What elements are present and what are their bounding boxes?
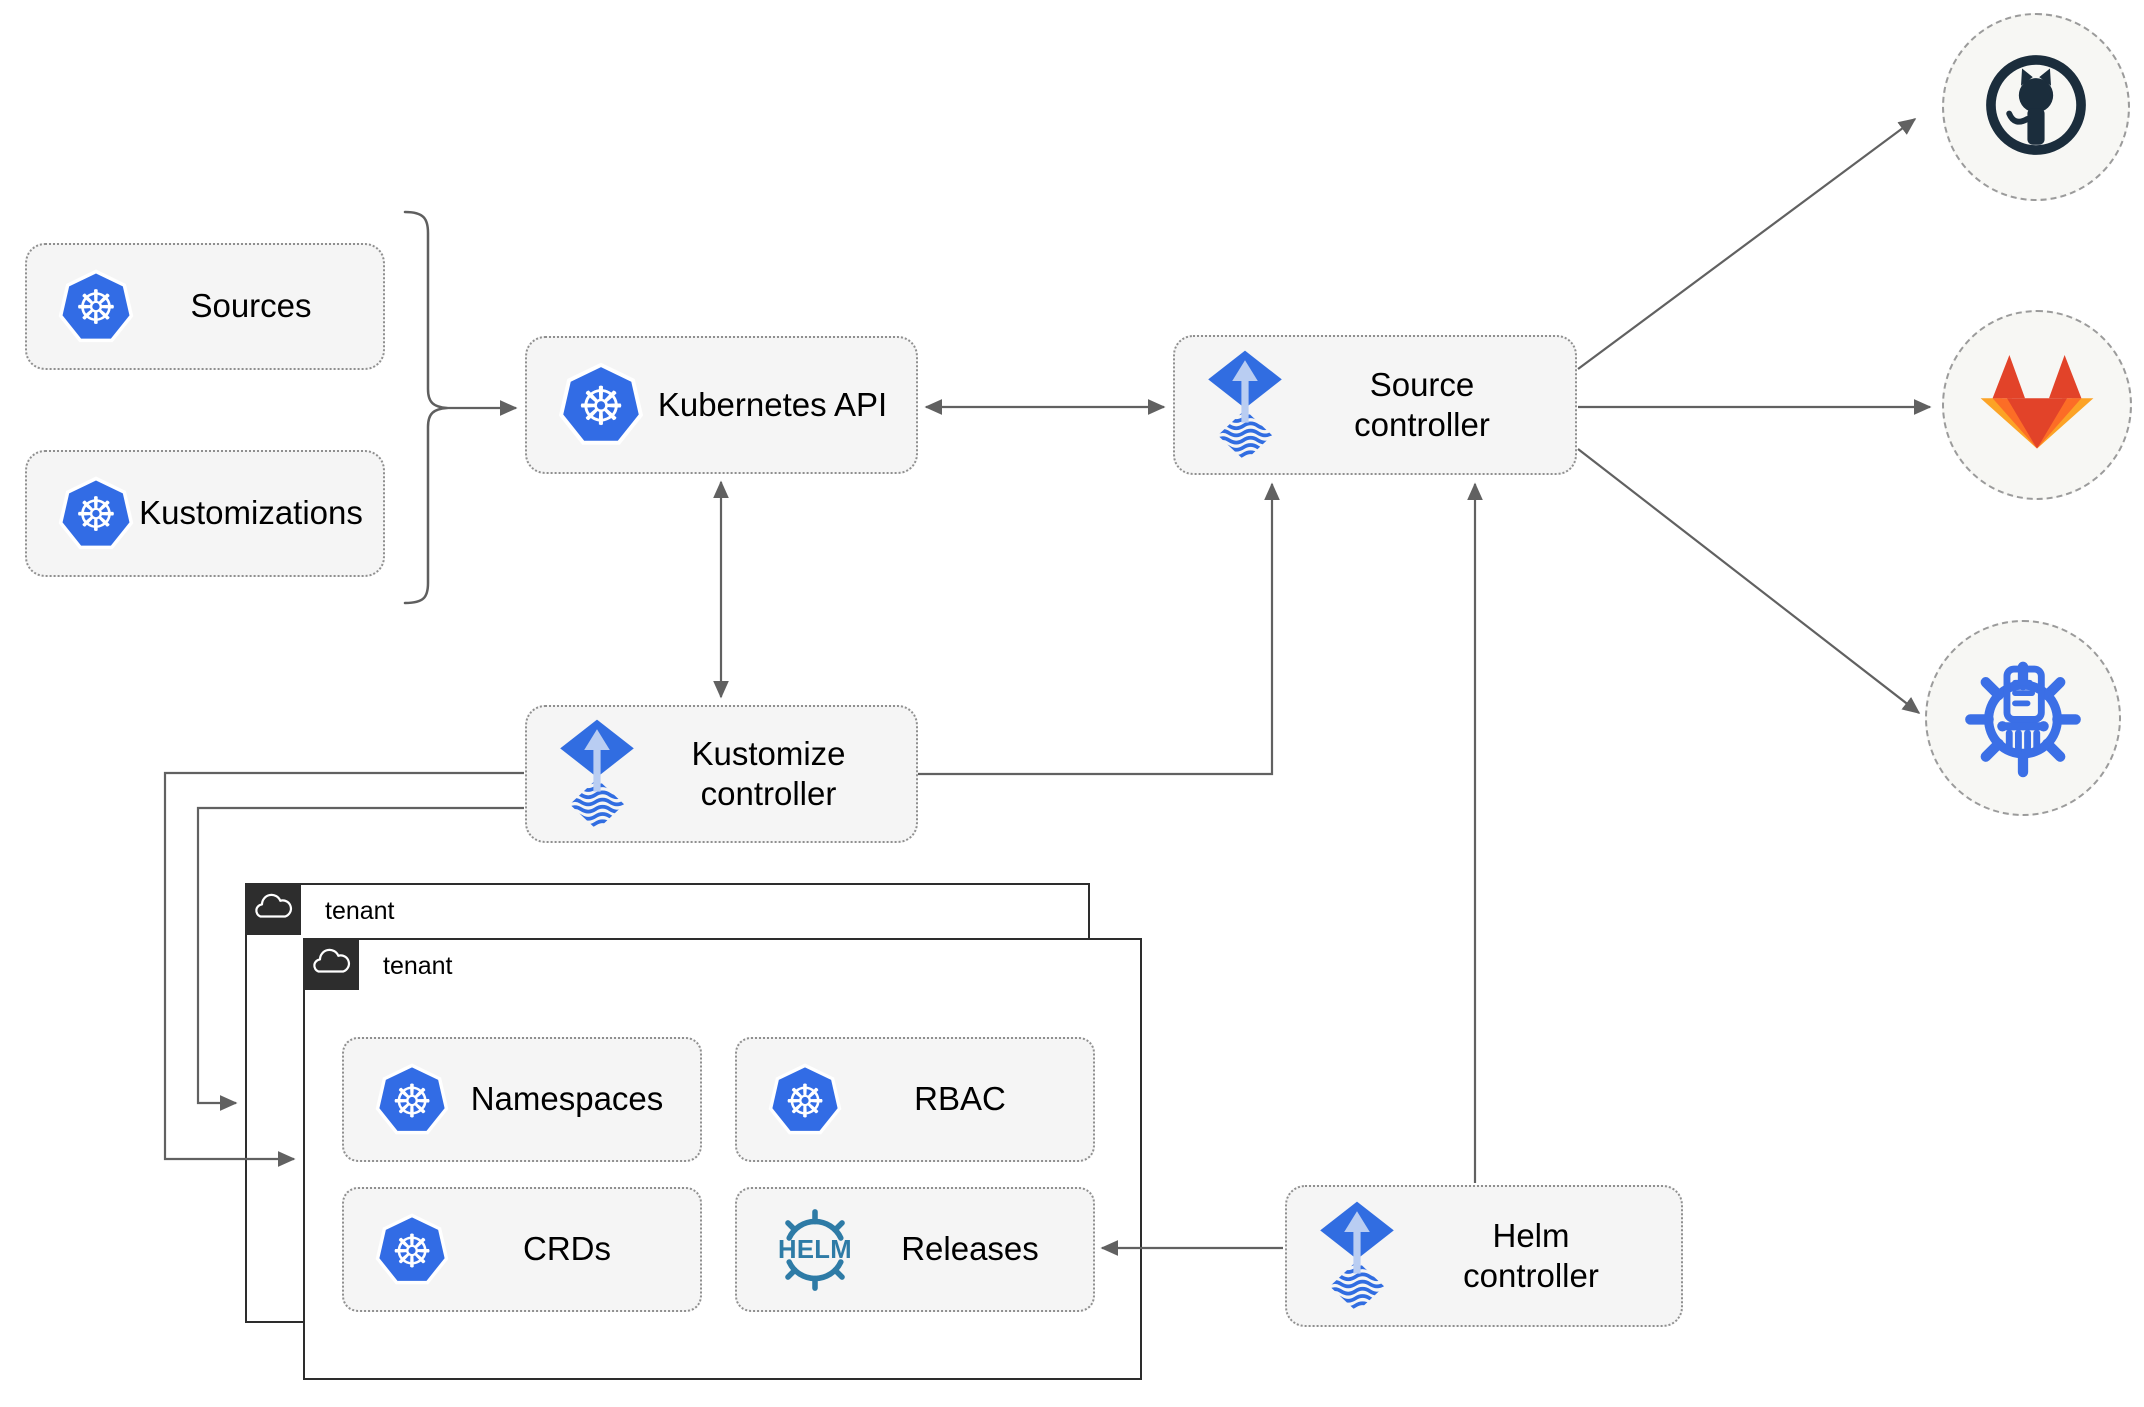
brace-sources-group [403, 210, 449, 605]
kubernetes-icon [374, 1062, 450, 1138]
endpoint-github [1942, 13, 2130, 201]
node-label: Sources [190, 287, 312, 325]
node-helm-controller: Helm controller [1285, 1185, 1683, 1327]
node-label: Helm controller [1463, 1216, 1599, 1294]
kubernetes-icon [57, 268, 135, 346]
kubernetes-icon [374, 1212, 450, 1288]
node-namespaces: Namespaces [342, 1037, 702, 1162]
helm-logo-text: HELM [778, 1236, 852, 1264]
github-icon [1977, 46, 2095, 169]
node-rbac: RBAC [735, 1037, 1095, 1162]
flux-icon [1205, 349, 1285, 461]
node-label: Kustomize controller [691, 734, 846, 812]
tenant-header [245, 883, 301, 935]
endpoint-chartmuseum [1925, 620, 2121, 816]
node-label: CRDs [523, 1230, 611, 1268]
tenant-label: tenant [383, 952, 453, 980]
node-label: RBAC [914, 1080, 1006, 1118]
node-kubernetes-api: Kubernetes API [525, 336, 918, 474]
node-source-controller: Source controller [1173, 335, 1577, 475]
flux-icon [1317, 1200, 1397, 1312]
node-label: Kustomizations [139, 494, 363, 532]
kubernetes-icon [557, 361, 645, 449]
cloud-icon [309, 944, 353, 985]
node-label: Source controller [1354, 365, 1490, 443]
arrow-kustomize-controller-to-source-controller [918, 482, 1280, 776]
node-label: Namespaces [470, 1080, 664, 1118]
tenant-header [303, 938, 359, 990]
node-label: Kubernetes API [657, 385, 888, 423]
node-sources: Sources [25, 243, 385, 370]
node-kustomizations: Kustomizations [25, 450, 385, 577]
helm-icon: HELM [767, 1207, 863, 1293]
tenant-box-front: tenant Namespaces RBAC CRDs HELM [303, 938, 1142, 1380]
node-releases: HELM Releases [735, 1187, 1095, 1312]
node-label: Releases [901, 1230, 1039, 1268]
flux-icon [557, 718, 637, 830]
arrow-source-controller-to-github [1577, 118, 1917, 370]
node-kustomize-controller: Kustomize controller [525, 705, 918, 843]
node-crds: CRDs [342, 1187, 702, 1312]
tenant-label: tenant [325, 897, 395, 925]
arrow-source-controller-to-chartmuseum [1577, 448, 1921, 714]
gitlab-icon [1977, 348, 2097, 463]
kubernetes-icon [57, 475, 135, 553]
cloud-icon [251, 889, 295, 930]
chartmuseum-icon [1960, 653, 2086, 784]
endpoint-gitlab [1942, 310, 2132, 500]
kubernetes-icon [767, 1062, 843, 1138]
